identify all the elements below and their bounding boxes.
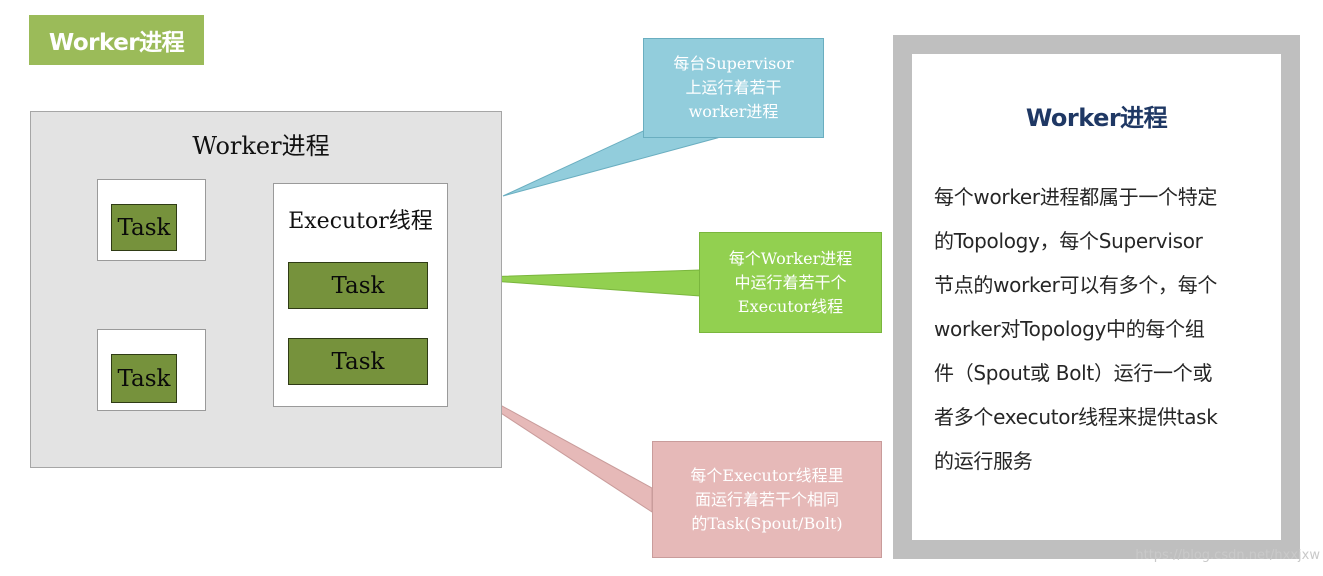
- page-title-tag: Worker进程: [29, 15, 204, 65]
- description-line-1: 每个worker进程都属于一个特定: [934, 185, 1218, 209]
- task-block-1: Task: [111, 204, 177, 251]
- worker-callout-line-1: 每个Worker进程: [728, 248, 853, 268]
- supervisor-callout-line-1: 每台Supervisor: [673, 54, 794, 73]
- executor-callout-line-2: 面运行着若干个相同: [694, 489, 839, 509]
- executor-task-block-1: Task: [288, 262, 428, 309]
- worker-callout: 每个Worker进程 中运行着若干个 Executor线程: [699, 232, 882, 333]
- worker-callout-line-2: 中运行着若干个: [734, 272, 847, 292]
- description-line-6: 者多个executor线程来提供task: [934, 405, 1218, 429]
- task-block-2: Task: [111, 354, 177, 403]
- description-line-4: worker对Topology中的每个组: [934, 317, 1205, 341]
- executor-callout-line-1: 每个Executor线程里: [690, 465, 844, 485]
- executor-callout-line-3: 的Task(Spout/Bolt): [691, 513, 843, 533]
- description-panel: [893, 35, 1300, 559]
- description-line-3: 节点的worker可以有多个，每个: [934, 273, 1218, 297]
- executor-callout: 每个Executor线程里 面运行着若干个相同 的Task(Spout/Bolt…: [652, 441, 882, 558]
- worker-callout-line-3: Executor线程: [737, 296, 844, 316]
- description-line-2: 的Topology，每个Supervisor: [934, 229, 1203, 253]
- worker-process-title: Worker进程: [192, 132, 330, 160]
- supervisor-callout-line-2: 上运行着若干: [685, 78, 782, 97]
- description-title: Worker进程: [1025, 104, 1168, 132]
- description-line-7: 的运行服务: [934, 449, 1033, 473]
- watermark-url: https://blog.csdn.net/hxxjxw: [1135, 548, 1320, 563]
- supervisor-callout: 每台Supervisor 上运行着若干 worker进程: [643, 38, 824, 138]
- executor-thread-title: Executor线程: [288, 209, 433, 234]
- description-line-5: 件（Spout或 Bolt）运行一个或: [934, 361, 1213, 385]
- executor-task-block-2: Task: [288, 338, 428, 385]
- supervisor-callout-line-3: worker进程: [688, 102, 779, 121]
